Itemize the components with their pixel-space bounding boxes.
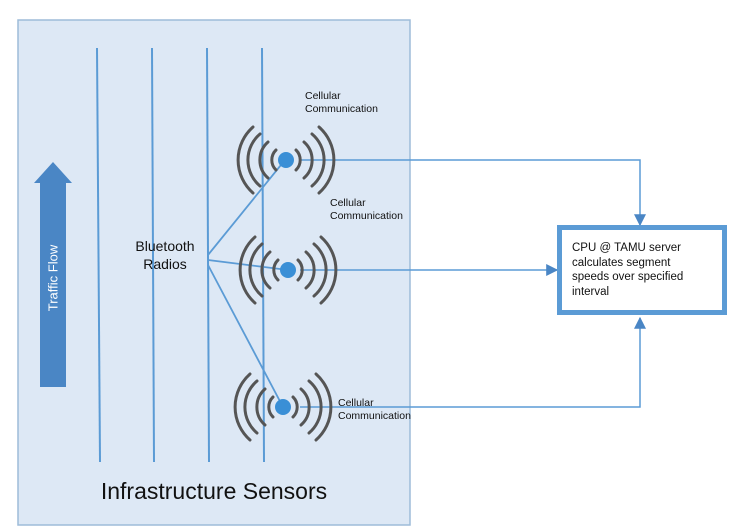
cellular-label-top: Cellular Communication [305, 90, 378, 115]
bluetooth-radio-icon [238, 235, 338, 305]
lane-line-2 [151, 47, 155, 463]
lane-line-4 [261, 47, 265, 463]
bluetooth-radios-label: Bluetooth Radios [135, 238, 195, 272]
bluetooth-radio-icon [236, 125, 336, 195]
infrastructure-panel [17, 19, 411, 526]
cellular-label-mid: Cellular Communication [330, 197, 403, 222]
cpu-server-box: CPU @ TAMU server calculates segment spe… [557, 225, 727, 315]
cellular-label-bottom: Cellular Communication [338, 397, 411, 422]
traffic-flow-arrow-icon [34, 162, 72, 387]
infrastructure-sensors-label: Infrastructure Sensors [100, 478, 328, 504]
traffic-flow-label: Traffic Flow [45, 244, 61, 312]
lane-line-1 [96, 47, 101, 463]
cellular-links [300, 159, 646, 408]
bluetooth-radio-icon [233, 372, 333, 442]
cpu-server-text: CPU @ TAMU server calculates segment spe… [572, 242, 684, 298]
